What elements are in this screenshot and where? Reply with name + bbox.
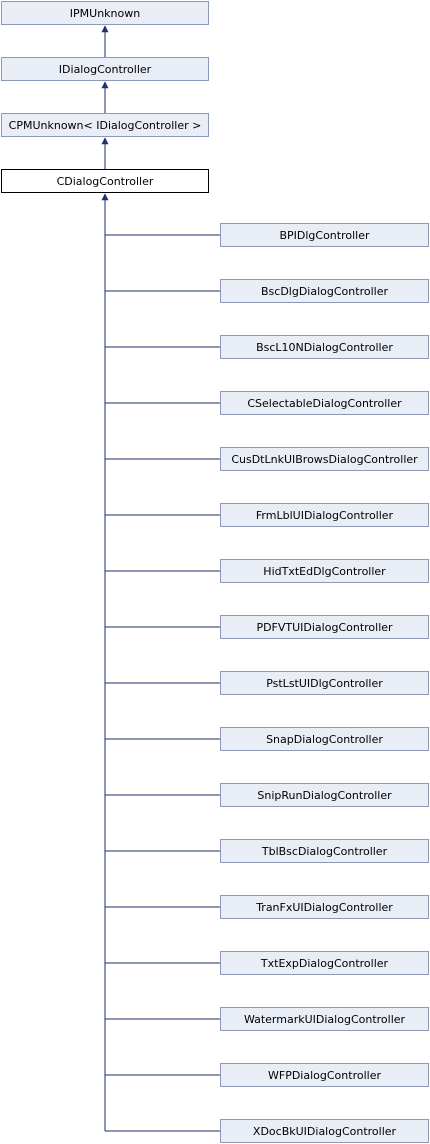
- class-node-ipmunknown[interactable]: IPMUnknown: [1, 1, 209, 25]
- class-node-cselectabledialogcontroller[interactable]: CSelectableDialogController: [220, 391, 429, 415]
- class-node-txtexpdialogcontroller[interactable]: TxtExpDialogController: [220, 951, 429, 975]
- class-node-watermarkuidialogcontroller[interactable]: WatermarkUIDialogController: [220, 1007, 429, 1031]
- class-node-pstlstuidlgcontroller[interactable]: PstLstUIDlgController: [220, 671, 429, 695]
- class-node-tblbscdialogcontroller[interactable]: TblBscDialogController: [220, 839, 429, 863]
- class-node-bpidlgcontroller[interactable]: BPIDlgController: [220, 223, 429, 247]
- class-node-pdfvtuidialogcontroller[interactable]: PDFVTUIDialogController: [220, 615, 429, 639]
- class-node-idialogcontroller[interactable]: IDialogController: [1, 57, 209, 81]
- class-node-cdialogcontroller[interactable]: CDialogController: [1, 169, 209, 193]
- class-node-xdocbkuidialogcontroller[interactable]: XDocBkUIDialogController: [220, 1119, 429, 1143]
- class-node-bscl10ndialogcontroller[interactable]: BscL10NDialogController: [220, 335, 429, 359]
- class-node-snapdialogcontroller[interactable]: SnapDialogController: [220, 727, 429, 751]
- class-node-frmlbluidialogcontroller[interactable]: FrmLblUIDialogController: [220, 503, 429, 527]
- class-node-bscdlgdialogcontroller[interactable]: BscDlgDialogController: [220, 279, 429, 303]
- class-node-tranfxuidialogcontroller[interactable]: TranFxUIDialogController: [220, 895, 429, 919]
- class-node-hidtxteddlgcontroller[interactable]: HidTxtEdDlgController: [220, 559, 429, 583]
- class-node-cpmunknown-idialogcontroller[interactable]: CPMUnknown< IDialogController >: [1, 113, 209, 137]
- class-node-cusdtlnkuibrowsdialogcontroller[interactable]: CusDtLnkUIBrowsDialogController: [220, 447, 429, 471]
- class-node-sniprundialogcontroller[interactable]: SnipRunDialogController: [220, 783, 429, 807]
- class-node-wfpdialogcontroller[interactable]: WFPDialogController: [220, 1063, 429, 1087]
